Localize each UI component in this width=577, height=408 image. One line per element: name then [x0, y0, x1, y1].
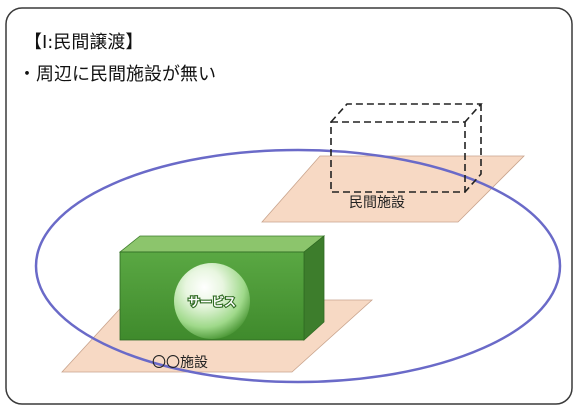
building-side-face: [303, 235, 325, 341]
private-facility-site-plane: [261, 155, 525, 223]
service-label: サービス: [188, 294, 236, 309]
private-facility-label: 民間施設: [349, 195, 405, 211]
facility-building: [118, 235, 326, 341]
absent-private-facility-box: [330, 103, 483, 193]
service-sphere: [174, 263, 250, 339]
heading-text: 【Ⅰ:民間譲渡】: [24, 32, 143, 53]
building-top-face: [118, 235, 326, 253]
facility-label: 〇〇施設: [152, 355, 208, 371]
bullet-text: ・周辺に民間施設が無い: [18, 64, 216, 85]
service-area-ellipse: [34, 148, 562, 384]
